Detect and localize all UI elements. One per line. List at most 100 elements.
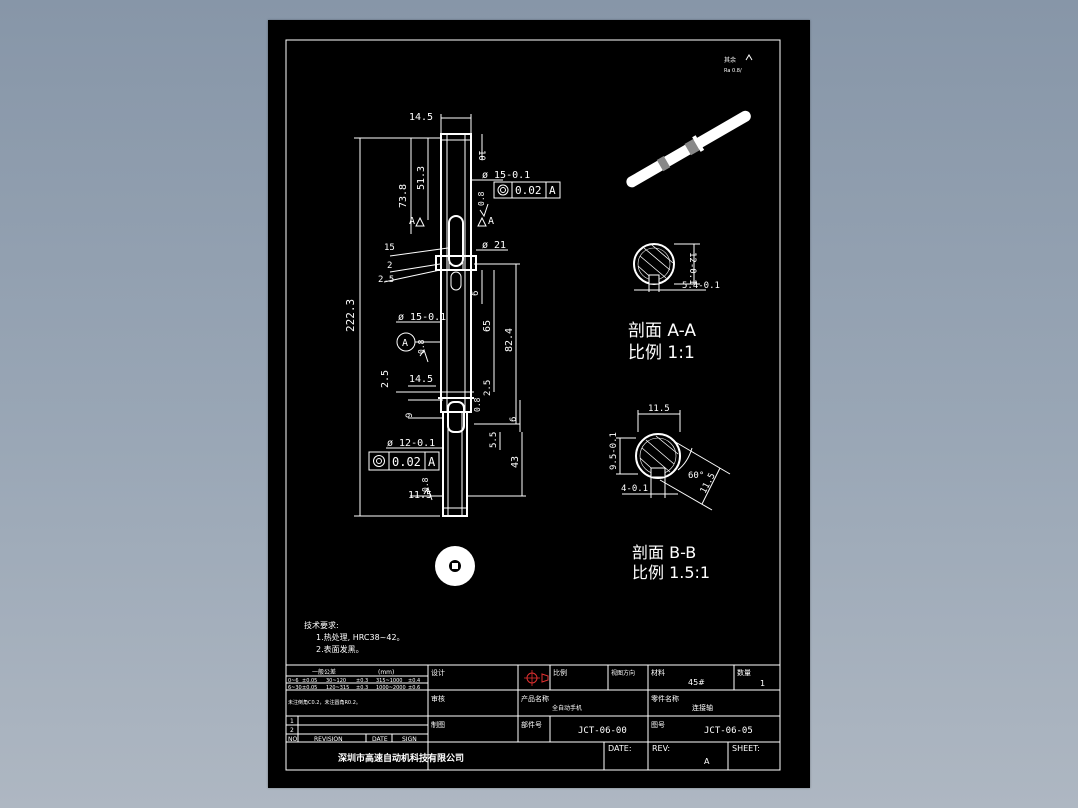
dim-2-5-c: 2.5 [483,380,493,396]
label-product: 产品名称 [521,694,549,703]
dim-2: 2 [387,261,392,271]
dim-51-3: 51.3 [416,166,427,190]
section-bb-dim-side: 9.5-0.1 [609,432,619,470]
roughness-08-d: 0.8 [421,477,430,492]
tol-cell: 120~315 [326,685,349,691]
dim-43: 43 [510,456,521,468]
dim-6-b: 6 [509,417,519,422]
section-a-a: 12-0.1 5.4-0.1 剖面 A-A 比例 1:1 [628,243,720,363]
dim-slot-15: 15 [384,243,395,253]
dim-11-5: 11.5 [408,490,432,501]
label-material: 材料 [651,668,665,677]
dim-65: 65 [482,320,493,332]
drawing-canvas: 其余 Ra 0.8/ 222.3 73.8 51.3 [285,39,781,771]
tech-req-item1: 1.热处理, HRC38~42。 [316,632,405,642]
drawing-sheet: 其余 Ra 0.8/ 222.3 73.8 51.3 [268,20,810,788]
isometric-view [626,110,751,188]
label-check: 审核 [431,694,445,703]
section-mark-a-right: A [488,216,494,227]
tol-header: 一般公差 [312,668,336,676]
product-value: 全自动手机 [552,704,582,712]
dim-dia-21: ø 21 [482,240,506,251]
dim-dia-lower: ø 12-0.1 [387,438,435,449]
tol-upper-value: 0.02 [515,184,542,197]
tol-note: 未注倒角C0.2，未注圆角R0.2。 [288,699,361,706]
shaft-lower-body [442,411,468,517]
rev-header-no: NO [288,736,297,743]
dim-6-a: 6 [471,291,481,296]
company-name: 深圳市高速自动机科技有限公司 [338,752,464,764]
inner-border [285,39,781,771]
roughness-mark-icon [745,54,753,61]
label-qty: 数量 [737,668,751,677]
concentricity-icon [497,184,509,196]
tol-cell: ±0.3 [356,678,368,684]
dim-top-length: 10 [476,150,486,161]
label-projection: 视图方向 [611,669,635,677]
end-view-disc [435,546,475,586]
part-no-value: JCT-06-05 [704,726,753,736]
dim-5-5: 5.5 [489,432,499,448]
label-drawing-no: 图号 [651,721,665,729]
section-mark-a-left: A [409,216,415,227]
dim-total-length: 222.3 [344,299,357,332]
projection-symbol-icon [524,670,549,686]
rev-header-date: DATE [372,736,388,743]
tol-cell: 0~6 [288,678,299,684]
label-rev: REV: [652,744,670,753]
concentricity-icon-lower [373,455,385,467]
dim-dia-mid: ø 15-0.1 [398,312,446,323]
dim-mid-width: 14.5 [409,374,433,385]
dim-82-4: 82.4 [504,328,515,352]
dim-2-5-b: 2.5 [380,370,391,388]
roughness-08-a: 0.8 [477,191,486,206]
roughness-08-c: 0.8 [473,397,482,412]
label-part: 零件名称 [651,694,679,703]
datum-a-label: A [402,338,408,349]
tol-cell: ±0.4 [408,678,420,684]
dim-dia-upper: ø 15-0.1 [482,170,530,181]
tol-unit: (mm) [378,669,394,676]
label-draw: 制图 [431,720,445,729]
dim-top-width: 14.5 [409,112,433,123]
assy-no-value: JCT-06-00 [578,726,627,736]
title-block: 一般公差 (mm) 0~6 ±0.05 30~120 ±0.3 315~1000… [286,664,780,770]
tol-lower-datum: A [428,455,436,469]
tol-upper-datum: A [549,184,556,197]
tech-req-item2: 2.表面发黑。 [316,644,364,654]
rev-row-1: 1 [290,718,294,725]
dim-73-8: 73.8 [398,184,409,208]
dim-2-5: 2.5 [378,275,394,285]
keyway-slot-mid [450,271,462,291]
section-bb-angle: 60° [688,471,704,481]
tol-cell: ±0.05 [302,685,317,691]
tol-lower-value: 0.02 [392,455,421,469]
tol-cell: 1000~2000 [376,685,406,691]
tol-cell: 315~1000 [376,678,402,684]
label-assy-no: 部件号 [521,720,542,729]
roughness-08-b: 0.8 [417,339,426,354]
tol-cell: ±0.6 [408,685,420,691]
tolerance-frame-lower: 0.02 A [368,451,440,471]
section-arrow-right-icon [477,216,487,227]
qty-value: 1 [760,679,765,688]
section-arrow-left-icon [415,216,425,227]
tol-cell: ±0.3 [356,685,368,691]
corner-roughness-note: 其余 Ra 0.8/ [724,54,753,74]
label-scale: 比例 [553,668,567,677]
rev-value: A [704,757,710,766]
section-bb-dim-bottom: 4-0.1 [621,484,648,494]
section-b-b: 11.5 9.5-0.1 4-0.1 60° 11.5 剖面 B-B 比例 1.… [609,404,731,582]
label-design: 设计 [431,668,445,677]
section-aa-title: 剖面 A-A [628,321,696,341]
tol-cell: ±0.05 [302,678,317,684]
section-aa-scale: 比例 1:1 [628,343,695,363]
label-date: DATE: [608,744,632,753]
rev-header-revision: REVISION [314,736,343,743]
tolerance-frame-upper: 0.02 A [493,181,561,199]
shaft-upper-body [440,133,472,413]
label-sheet: SHEET: [732,744,760,753]
part-value: 连接轴 [692,703,713,712]
section-aa-dim-h: 12-0.1 [687,252,697,285]
material-value: 45# [688,678,705,687]
